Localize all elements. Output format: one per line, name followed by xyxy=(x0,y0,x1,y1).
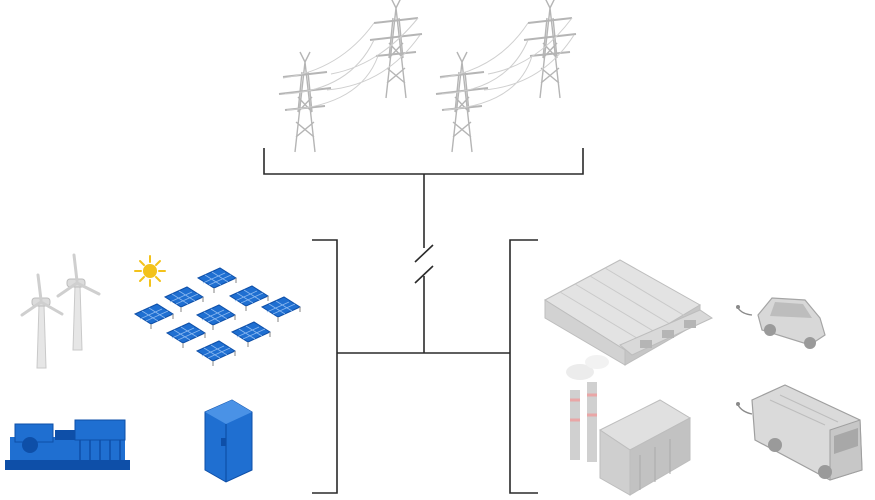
electric-van-icon xyxy=(736,384,863,481)
generation-bus xyxy=(312,239,338,494)
grid-bus xyxy=(263,148,584,175)
one-line-wiring xyxy=(263,148,584,494)
sun-icon xyxy=(134,255,166,287)
factory-icon xyxy=(566,355,692,496)
electric-car-icon xyxy=(736,297,826,349)
diesel-generator-icon xyxy=(5,419,130,470)
battery-cabinet-icon xyxy=(204,399,253,483)
load-bus xyxy=(509,239,538,494)
warehouse-icon xyxy=(544,259,714,366)
solar-panel-icon xyxy=(134,267,301,367)
open-breaker-icon xyxy=(414,244,434,284)
transmission-tower-icon xyxy=(278,0,577,153)
wind-turbine-icon xyxy=(20,253,101,369)
